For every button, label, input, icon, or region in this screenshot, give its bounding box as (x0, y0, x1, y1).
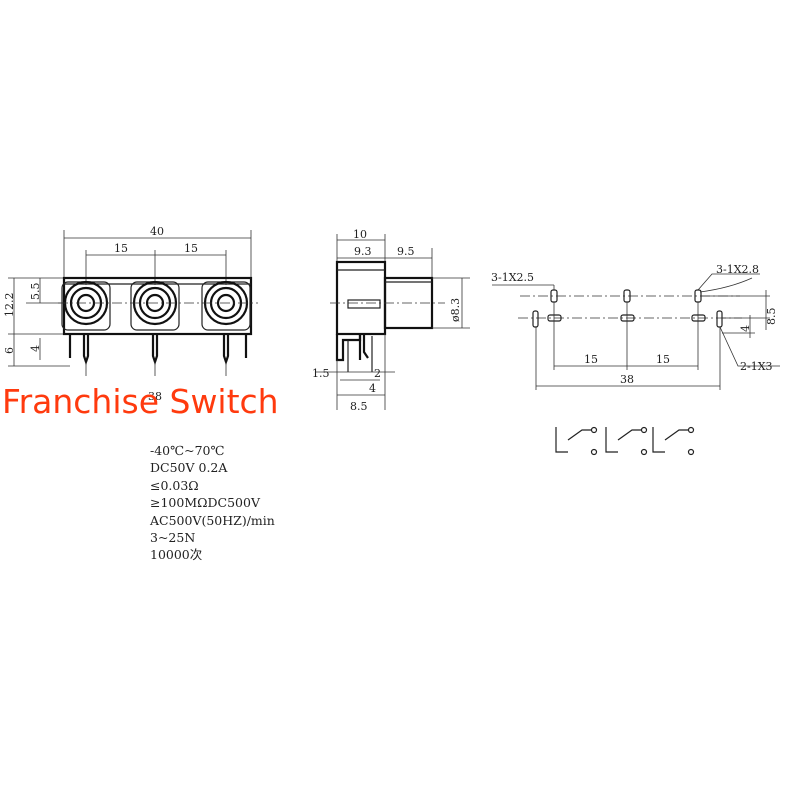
dim-total-width: 40 (150, 225, 164, 238)
jack-left (61, 280, 111, 331)
dim-row-spacing: 8.5 (765, 308, 778, 326)
dim-jack-part: 9.5 (397, 245, 415, 258)
jack-middle (130, 280, 180, 331)
dim-row-offset: 4 (739, 325, 752, 332)
pcb-layout: 3-1X2.5 3-1X2.8 2-1X3 8.5 4 15 15 38 (491, 263, 780, 390)
dim-body-part: 9.3 (354, 245, 372, 258)
switch-symbol-3 (652, 426, 695, 456)
dim-height-total: 12.2 (3, 293, 16, 318)
dim-pcb-spacing-right: 15 (656, 353, 670, 366)
dim-pin-offset: 1.5 (312, 367, 330, 380)
dim-jack-diameter: ø8.3 (449, 298, 462, 322)
dim-pcb-spacing-left: 15 (584, 353, 598, 366)
switch-schematic (555, 426, 695, 456)
dim-pcb-total-width: 38 (620, 373, 634, 386)
spec-insertion-force: 3~25N (150, 530, 196, 546)
front-view: 40 15 15 12.2 5.5 6 4 (3, 225, 258, 403)
switch-symbol-1 (555, 426, 598, 456)
dim-bottom-partial: 38 (148, 390, 162, 403)
dim-pin-length-total: 6 (3, 347, 16, 354)
dim-side-pin-length: 4 (369, 382, 376, 395)
side-view: 10 9.3 9.5 ø8.3 1.5 2 4 8.5 (312, 228, 470, 413)
dim-base-depth: 8.5 (350, 400, 368, 413)
switch-symbol-2 (605, 426, 648, 456)
spec-temperature: -40℃~70℃ (150, 443, 225, 458)
label-slot-bottom-right: 2-1X3 (740, 360, 773, 373)
dim-spacing-right: 15 (184, 242, 198, 255)
jack-right (201, 280, 251, 331)
label-slot-top: 3-1X2.5 (491, 271, 534, 284)
spec-dielectric-strength: AC500V(50HZ)/min (150, 512, 275, 528)
dim-pin-width: 2 (374, 367, 381, 380)
spec-list: -40℃~70℃ DC50V 0.2A ≤0.03Ω ≥100MΩDC500V … (150, 442, 275, 564)
spec-contact-resistance: ≤0.03Ω (150, 477, 199, 493)
dim-pin-length: 4 (29, 345, 42, 352)
dim-jack-center: 5.5 (29, 283, 42, 301)
spec-life-cycles: 10000次 (150, 547, 203, 563)
spec-rating: DC50V 0.2A (150, 460, 228, 476)
watermark-text: Franchise Switch (2, 382, 279, 421)
dim-depth-total: 10 (353, 228, 367, 241)
spec-insulation-resistance: ≥100MΩDC500V (150, 495, 260, 511)
label-slot-top-right: 3-1X2.8 (716, 263, 759, 276)
dim-spacing-left: 15 (114, 242, 128, 255)
front-pins (68, 334, 248, 376)
